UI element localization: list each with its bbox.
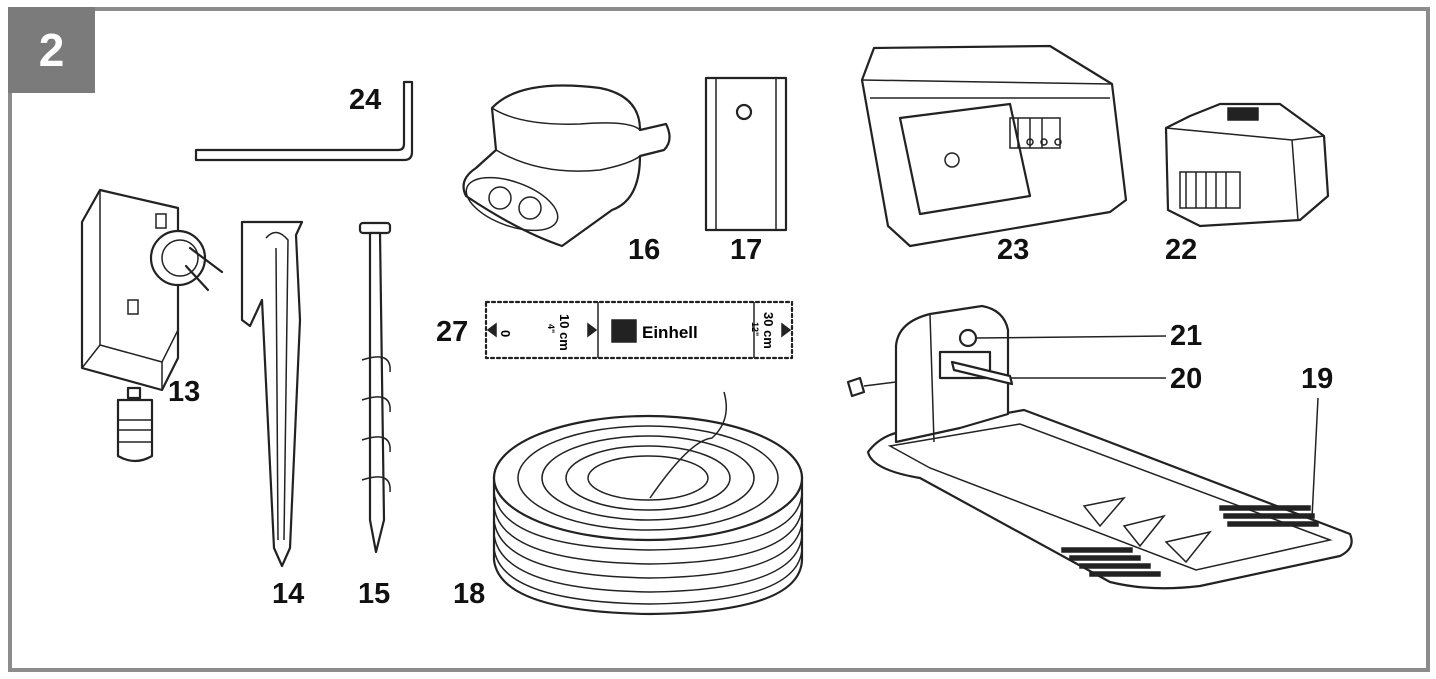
label-13: 13 xyxy=(168,376,201,408)
peg-drawing xyxy=(240,220,304,568)
blade-drawing xyxy=(704,76,788,232)
battery-drawing xyxy=(1164,102,1330,228)
tape-zero-mark: 0 xyxy=(498,330,513,337)
tape-10cm-mark: 10 cm xyxy=(557,314,572,351)
screw-peg-drawing xyxy=(358,221,392,554)
charging-station-drawing xyxy=(846,304,1353,590)
tape-brand: Einhell xyxy=(642,323,698,342)
allen-key-drawing xyxy=(194,80,414,162)
label-19: 19 xyxy=(1301,363,1334,395)
measuring-tape-drawing: 0 10 cm 4" Einhell 30 cm 12" xyxy=(484,300,794,360)
figure-number-badge: 2 xyxy=(8,7,95,93)
label-16: 16 xyxy=(628,234,661,266)
tape-30cm-mark: 30 cm xyxy=(761,312,776,349)
boundary-wire-coil-drawing xyxy=(492,391,804,616)
label-21: 21 xyxy=(1170,320,1203,352)
tape-12in-mark: 12" xyxy=(750,322,760,336)
label-18: 18 xyxy=(453,578,486,610)
charger-drawing xyxy=(860,44,1128,248)
label-23: 23 xyxy=(997,234,1030,266)
label-14: 14 xyxy=(272,578,305,610)
label-15: 15 xyxy=(358,578,391,610)
power-supply-drawing xyxy=(80,188,224,463)
label-27: 27 xyxy=(436,316,469,348)
figure-frame xyxy=(8,7,1430,672)
label-24: 24 xyxy=(349,84,382,116)
label-17: 17 xyxy=(730,234,763,266)
label-20: 20 xyxy=(1170,363,1203,395)
tape-4in-mark: 4" xyxy=(546,324,556,333)
wire-connector-drawing xyxy=(462,84,671,248)
label-22: 22 xyxy=(1165,234,1198,266)
